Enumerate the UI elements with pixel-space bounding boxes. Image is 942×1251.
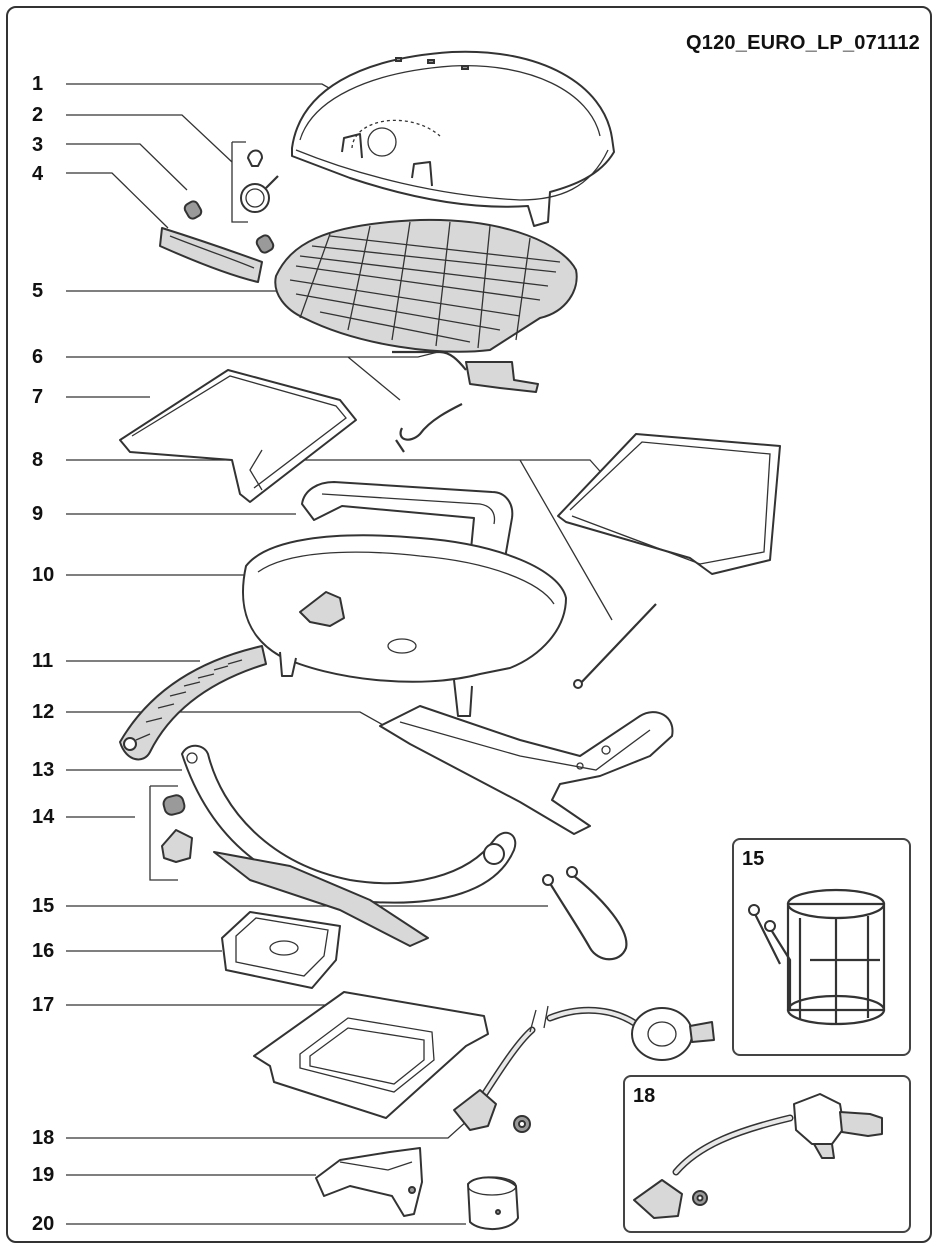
callout-13: 13	[32, 759, 55, 781]
callout-7: 7	[32, 386, 44, 408]
inset-15-tank-cage	[748, 888, 886, 1026]
left-leg-cover	[119, 645, 267, 761]
thermometer-kit	[231, 141, 279, 223]
callout-17: 17	[32, 994, 55, 1016]
callout-4: 4	[32, 163, 44, 185]
right-side-table	[557, 433, 781, 689]
model-code: Q120_EURO_LP_071112	[686, 32, 920, 54]
callout-9: 9	[32, 503, 44, 525]
front-leg	[181, 744, 517, 947]
callout-1: 1	[32, 73, 44, 95]
callout-11: 11	[32, 650, 54, 672]
diagram-frame	[6, 6, 932, 1243]
left-side-table	[119, 369, 357, 503]
handle	[159, 227, 263, 283]
drip-pan	[221, 911, 341, 989]
tank-strap	[542, 866, 628, 961]
callout-6: 6	[32, 346, 44, 368]
callout-20: 20	[32, 1213, 55, 1235]
regulator-and-hose	[453, 1005, 715, 1133]
cook-box	[242, 534, 567, 717]
heat-shield	[315, 1147, 423, 1217]
callout-5: 5	[32, 280, 44, 302]
callout-12: 12	[32, 701, 55, 723]
handle-end-caps	[183, 200, 275, 254]
callout-3: 3	[32, 134, 44, 156]
catch-pan-liner	[253, 991, 489, 1119]
callout-15: 15	[32, 895, 55, 917]
callout-19: 19	[32, 1164, 55, 1186]
inset-18-regulator	[633, 1093, 883, 1219]
callout-8: 8	[32, 449, 44, 471]
lid	[291, 50, 615, 227]
knob-cap	[467, 1176, 519, 1230]
callout-16: 16	[32, 940, 55, 962]
callout-14: 14	[32, 806, 55, 828]
callout-2: 2	[32, 104, 44, 126]
inset-box-15: 15	[732, 838, 911, 1056]
igniter-assembly	[392, 350, 539, 453]
inset-label-15: 15	[742, 848, 765, 870]
inset-label-18: 18	[633, 1085, 656, 1107]
callout-10: 10	[32, 564, 55, 586]
cooking-grate	[274, 218, 578, 353]
control-knob-and-valve	[161, 794, 193, 863]
callout-18: 18	[32, 1127, 55, 1149]
cook-box-frame	[379, 705, 674, 835]
